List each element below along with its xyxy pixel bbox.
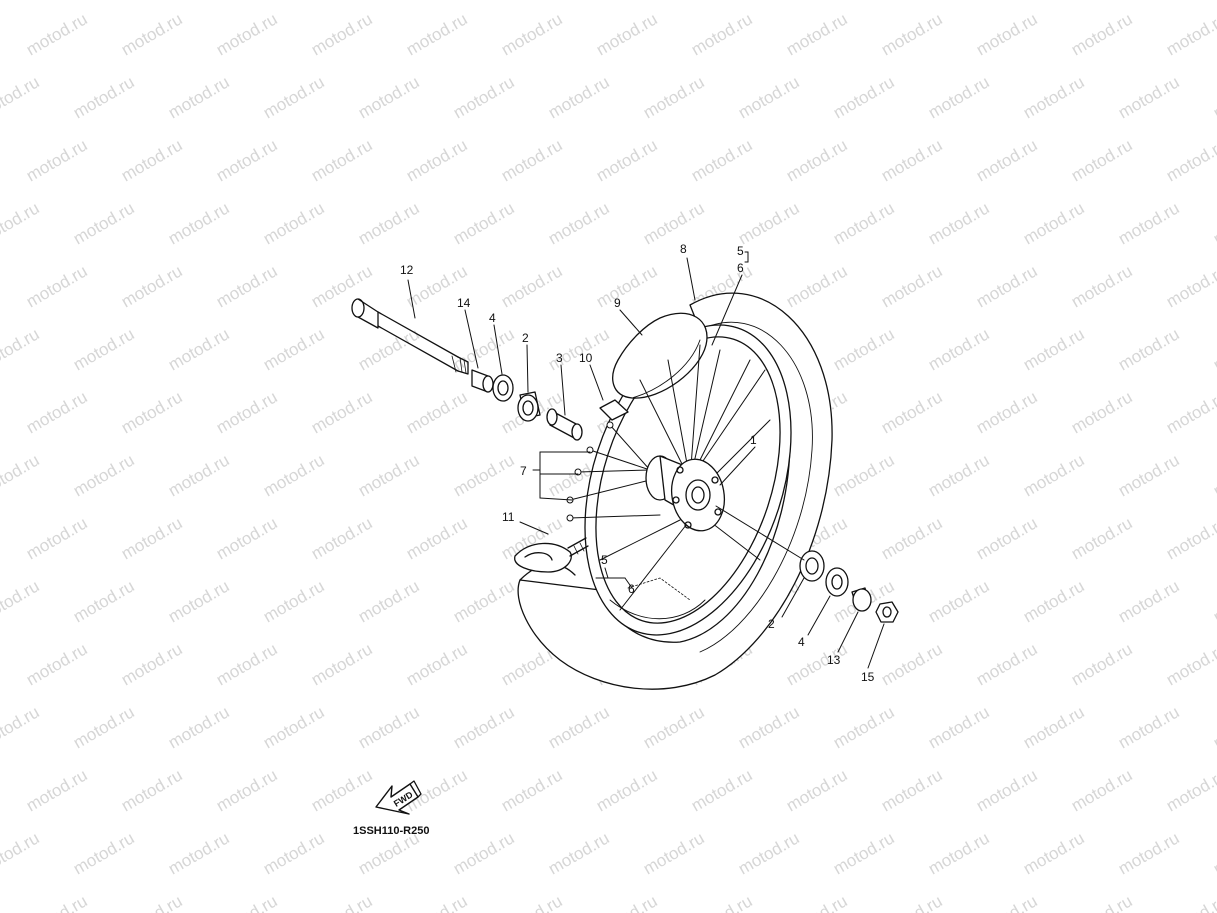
spacer xyxy=(546,408,583,441)
callout-10: 10 xyxy=(579,351,593,365)
callout-5-top: 5 xyxy=(737,244,744,258)
diagram-code: 1SSH110-R250 xyxy=(353,825,429,837)
axle-nut xyxy=(875,601,899,623)
rim-lock xyxy=(514,537,589,573)
axle xyxy=(351,298,469,375)
hub xyxy=(645,455,726,532)
callout-14: 14 xyxy=(457,296,471,310)
callout-7: 7 xyxy=(520,464,527,478)
callout-8: 8 xyxy=(680,242,687,256)
leader-lines xyxy=(407,251,885,669)
callout-labels: 12 14 4 2 3 10 9 8 5 6 1 7 11 5 6 2 4 13… xyxy=(400,242,875,684)
rim-band xyxy=(599,399,629,421)
callout-6-bottom: 6 xyxy=(628,582,635,596)
callout-12: 12 xyxy=(400,263,414,277)
callout-2-left: 2 xyxy=(522,331,529,345)
callout-15: 15 xyxy=(861,670,875,684)
callout-6-top: 6 xyxy=(737,261,744,275)
tube xyxy=(612,312,708,399)
callout-11: 11 xyxy=(502,510,515,524)
bearing-left xyxy=(517,391,541,422)
collar-14 xyxy=(471,369,494,393)
collar-13 xyxy=(851,587,872,612)
fwd-arrow xyxy=(375,780,422,815)
callout-4-left: 4 xyxy=(489,311,496,325)
oil-seal-right xyxy=(825,567,849,597)
callout-2-right: 2 xyxy=(768,617,775,631)
callout-9: 9 xyxy=(614,296,621,310)
callout-3: 3 xyxy=(556,351,563,365)
callout-4-right: 4 xyxy=(798,635,805,649)
callout-1: 1 xyxy=(750,433,757,447)
oil-seal-left xyxy=(492,374,514,402)
bearing-right xyxy=(799,550,825,582)
callout-5-bottom: 5 xyxy=(601,553,608,567)
callout-13: 13 xyxy=(827,653,841,667)
